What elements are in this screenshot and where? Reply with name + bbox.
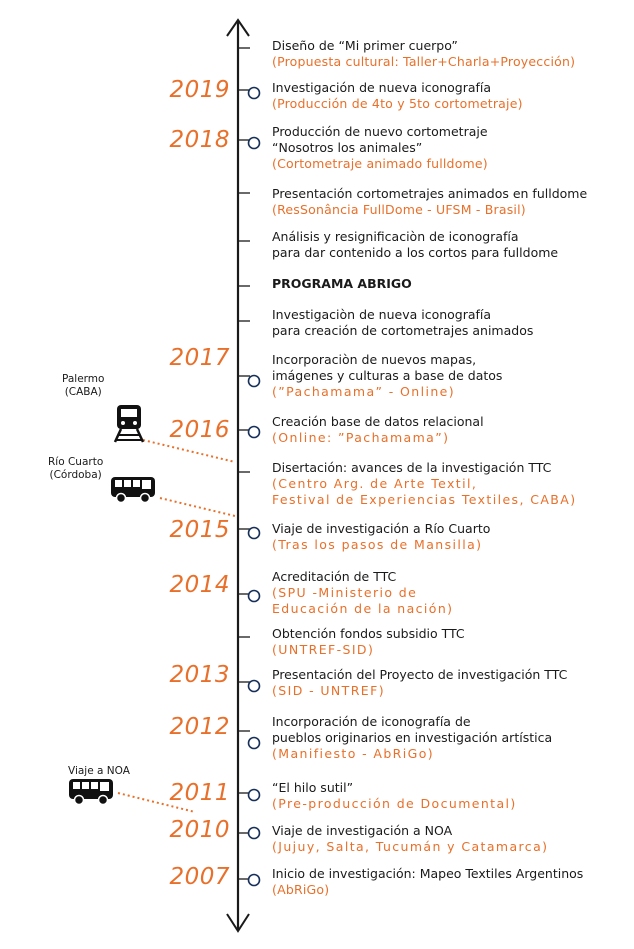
year-marker-circle (247, 788, 261, 802)
timeline-event: Análisis y resignificaciòn de iconografí… (272, 229, 632, 261)
year-label: 2011 (169, 780, 230, 806)
event-title: Creación base de datos relacional (272, 414, 484, 429)
event-title: Presentación del Proyecto de investigaci… (272, 667, 568, 682)
event-title: Acreditación de TTC (272, 569, 397, 584)
event-subtitle: (”Pachamama” - Online) (272, 384, 456, 399)
place-name: Viaje a NOA (68, 765, 130, 777)
year-marker-circle (247, 736, 261, 750)
event-subtitle: (Tras los pasos de Mansilla) (272, 537, 483, 552)
event-title: Incorporaciòn de nuevos mapas, (272, 352, 477, 367)
timeline-event: Investigaciòn de nueva iconografía para … (272, 307, 632, 339)
timeline-event: Viaje de investigación a NOA(Jujuy, Salt… (272, 823, 632, 855)
timeline-event: Inicio de investigación: Mapeo Textiles … (272, 866, 632, 898)
timeline-event: PROGRAMA ABRIGO (272, 276, 632, 292)
year-label: 2017 (169, 345, 230, 371)
year-marker-circle (247, 826, 261, 840)
event-title: Incorporación de iconografía de (272, 714, 471, 729)
event-subtitle: (Centro Arg. de Arte Textil, (272, 476, 478, 491)
bus-icon (68, 778, 114, 810)
year-marker-circle (247, 86, 261, 100)
timeline-event: Disertación: avances de la investigación… (272, 460, 632, 508)
place-label: Palermo(CABA) (62, 373, 104, 399)
year-label: 2010 (169, 817, 230, 843)
place-region: (Córdoba) (49, 469, 102, 481)
event-subtitle: (UNTREF-SID) (272, 642, 375, 657)
event-subtitle: Festival de Experiencias Textiles, CABA) (272, 492, 577, 507)
year-label: 2012 (169, 714, 230, 740)
event-subtitle: (Pre-producción de Documental) (272, 796, 517, 811)
place-name: Palermo (62, 373, 105, 385)
timeline-event: Producción de nuevo cortometraje“Nosotro… (272, 124, 632, 172)
place-label: Viaje a NOA (68, 765, 130, 778)
event-title: Investigaciòn de nueva iconografía (272, 307, 492, 322)
event-title: Análisis y resignificaciòn de iconografí… (272, 229, 519, 244)
connector-palermo (142, 439, 236, 463)
event-title: Diseño de “Mi primer cuerpo” (272, 38, 458, 53)
event-subtitle: (Online: ”Pachamama”) (272, 430, 450, 445)
year-marker-circle (247, 589, 261, 603)
axis-arrow-top (226, 18, 250, 37)
year-marker-circle (247, 136, 261, 150)
year-label: 2019 (169, 77, 230, 103)
timeline-event: Viaje de investigación a Río Cuarto(Tras… (272, 521, 632, 553)
event-subtitle: Educación de la nación) (272, 601, 454, 616)
event-subtitle: (ResSonância FullDome - UFSM - Brasil) (272, 202, 526, 217)
year-marker-circle (247, 374, 261, 388)
event-subtitle: (Manifiesto - AbRiGo) (272, 746, 435, 761)
year-marker-circle (247, 873, 261, 887)
event-title: Obtención fondos subsidio TTC (272, 626, 465, 641)
year-label: 2016 (169, 417, 230, 443)
place-label: Río Cuarto(Córdoba) (48, 456, 103, 482)
timeline-event: Creación base de datos relacional(Online… (272, 414, 632, 446)
event-title: imágenes y culturas a base de datos (272, 368, 503, 383)
event-subtitle: (SPU -Ministerio de (272, 585, 418, 600)
year-marker-circle (247, 526, 261, 540)
timeline-event: Investigación de nueva iconografía(Produ… (272, 80, 632, 112)
connector-noa (117, 792, 196, 813)
timeline-event: “El hilo sutil” (Pre-producción de Docum… (272, 780, 632, 812)
year-marker-circle (247, 425, 261, 439)
event-title: pueblos originarios en investigación art… (272, 730, 553, 745)
event-title: Producción de nuevo cortometraje (272, 124, 488, 139)
timeline-event: Presentación cortometrajes animados en f… (272, 186, 632, 218)
year-label: 2018 (169, 127, 230, 153)
event-title: Inicio de investigación: Mapeo Textiles … (272, 866, 584, 881)
year-label: 2015 (169, 517, 230, 543)
event-subtitle: (Producción de 4to y 5to cortometraje) (272, 96, 523, 111)
place-name: Río Cuarto (48, 456, 104, 468)
event-subtitle: (Cortometraje animado fulldome) (272, 156, 488, 171)
timeline-event: Obtención fondos subsidio TTC(UNTREF-SID… (272, 626, 632, 658)
event-subtitle: (SID - UNTREF) (272, 683, 385, 698)
event-title: Investigación de nueva iconografía (272, 80, 492, 95)
year-label: 2013 (169, 662, 230, 688)
event-title: PROGRAMA ABRIGO (272, 276, 412, 291)
timeline-event: Presentación del Proyecto de investigaci… (272, 667, 632, 699)
timeline-event: Diseño de “Mi primer cuerpo”(Propuesta c… (272, 38, 632, 70)
event-title: “Nosotros los animales” (272, 140, 423, 155)
bus-icon (110, 476, 156, 508)
year-label: 2014 (169, 572, 230, 598)
event-subtitle: (Propuesta cultural: Taller+Charla+Proye… (272, 54, 576, 69)
event-title: para dar contenido a los cortos para ful… (272, 245, 559, 260)
year-label: 2007 (169, 864, 230, 890)
place-region: (CABA) (64, 386, 102, 398)
event-title: Disertación: avances de la investigación… (272, 460, 552, 475)
event-title: Viaje de investigación a NOA (272, 823, 453, 838)
event-title: Viaje de investigación a Río Cuarto (272, 521, 491, 536)
connector-rio-cuarto (159, 497, 236, 517)
event-subtitle: (AbRiGo) (272, 882, 330, 897)
event-title: Presentación cortometrajes animados en f… (272, 186, 588, 201)
year-marker-circle (247, 679, 261, 693)
event-subtitle: (Jujuy, Salta, Tucumán y Catamarca) (272, 839, 549, 854)
event-title: para creación de cortometrajes animados (272, 323, 534, 338)
train-icon (112, 404, 146, 448)
axis-arrow-bottom (226, 913, 250, 933)
timeline-event: Incorporaciòn de nuevos mapas,imágenes y… (272, 352, 632, 400)
event-title: “El hilo sutil” (272, 780, 354, 795)
